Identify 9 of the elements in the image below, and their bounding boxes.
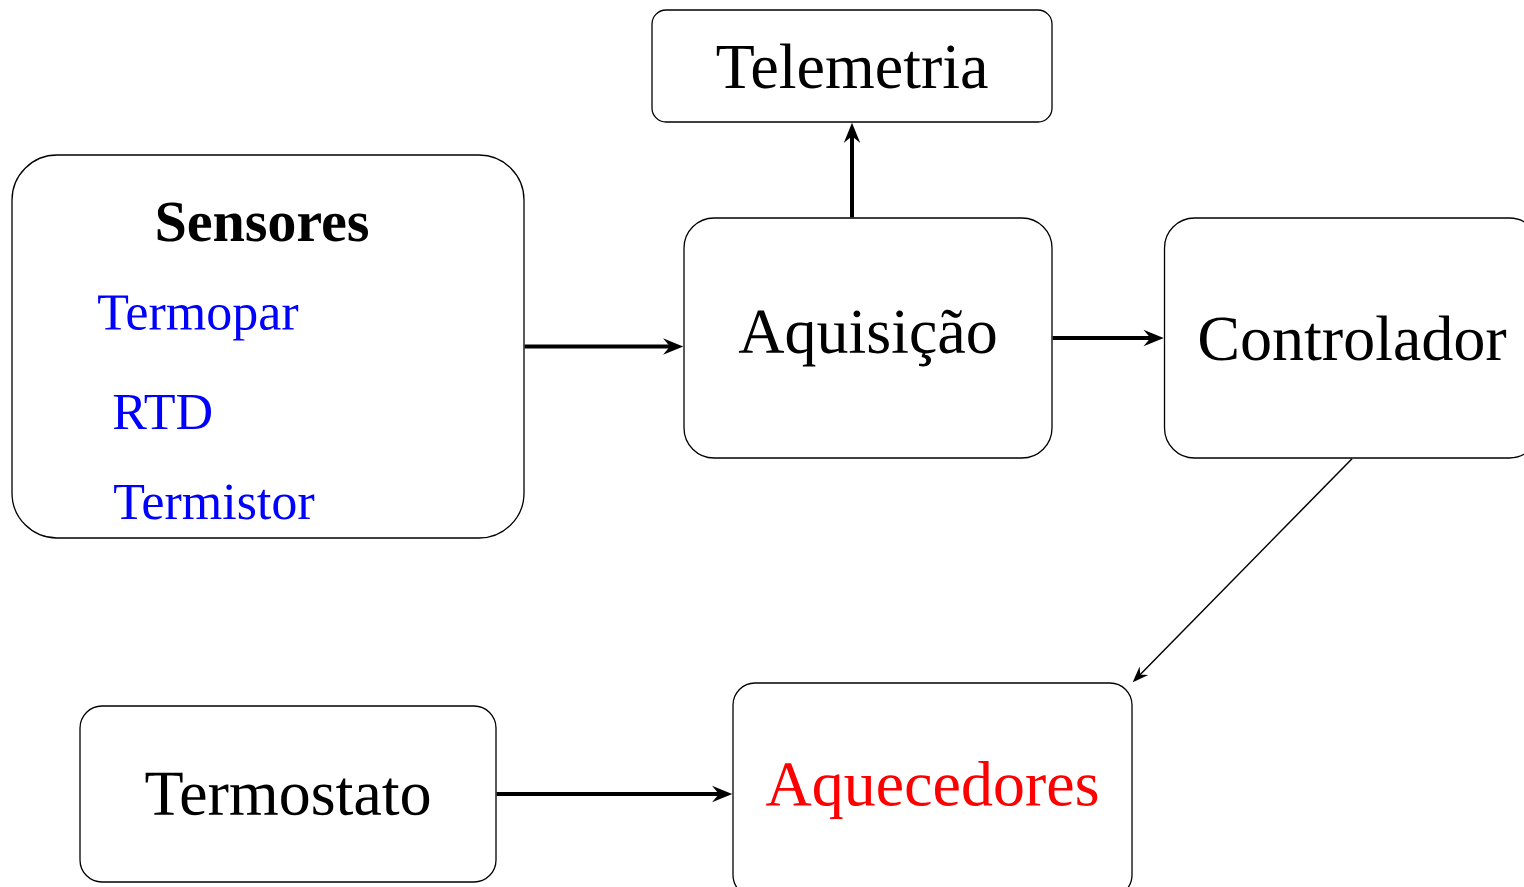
sensor-item: Termopar	[98, 295, 299, 341]
process-box: Telemetria	[651, 9, 1053, 123]
sensor-item: Termistor	[114, 484, 315, 520]
process-box: Controlador	[1163, 217, 1524, 459]
process-box: Aquecedores	[732, 682, 1133, 887]
sensor-item: RTD	[113, 394, 211, 430]
process-box: Aquisição	[683, 217, 1053, 459]
box-heading: Sensores	[157, 202, 368, 242]
process-box: Termostato	[79, 705, 497, 883]
